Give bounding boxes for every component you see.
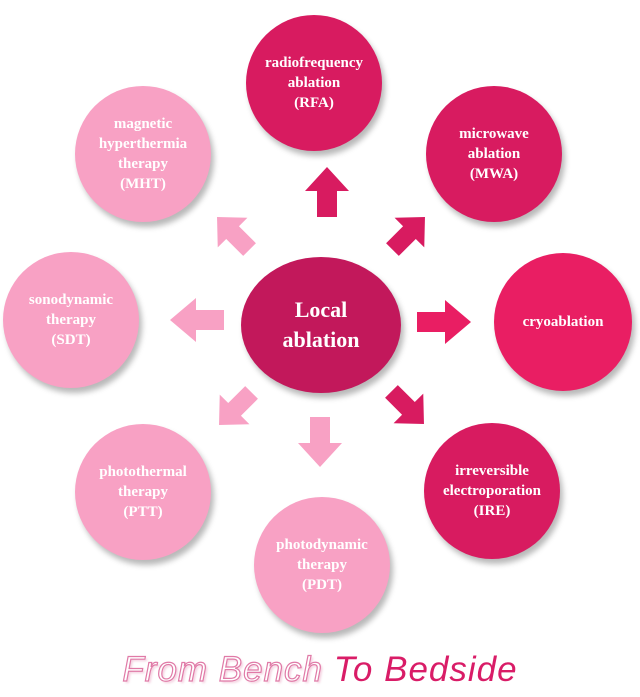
arrow-up-right-shape [386, 217, 425, 256]
arrow-right-shape [417, 300, 471, 344]
arrow-down-shape [298, 417, 342, 467]
arrow-up-shape [305, 167, 349, 217]
arrow-down-left-shape [219, 386, 258, 425]
node-rfa-label: radiofrequency ablation (RFA) [264, 55, 364, 111]
node-mwa: microwave ablation (MWA) [426, 86, 562, 222]
arrow-down-left [219, 386, 258, 425]
footer-tagline: From Bench To Bedside [0, 649, 640, 690]
node-ptt-label: photothermal therapy (PTT) [99, 464, 187, 520]
node-mht-label: magnetic hyperthermia therapy (MHT) [98, 116, 188, 192]
node-sdt: sonodynamic therapy (SDT) [3, 252, 139, 388]
arrow-up [305, 167, 349, 217]
arrow-down [298, 417, 342, 467]
node-mht: magnetic hyperthermia therapy (MHT) [75, 86, 211, 222]
arrow-right [417, 300, 471, 344]
arrow-up-left-shape [217, 217, 256, 256]
arrow-down-right-shape [385, 385, 424, 424]
footer-tagline-part1: From Bench [122, 649, 324, 689]
node-ire-label: irreversible electroporation (IRE) [442, 463, 542, 519]
node-mwa-label: microwave ablation (MWA) [459, 126, 529, 182]
node-cryoablation: cryoablation [494, 253, 632, 391]
footer-tagline-part2: To Bedside [323, 650, 518, 689]
node-cryoablation-label: cryoablation [522, 314, 604, 330]
arrow-left-shape [170, 298, 224, 342]
arrow-up-right [386, 217, 425, 256]
node-pdt-label: photodynamic therapy (PDT) [276, 537, 368, 593]
node-ptt: photothermal therapy (PTT) [75, 424, 211, 560]
node-pdt: photodynamic therapy (PDT) [254, 497, 390, 633]
center-node-label: Local ablation [282, 297, 360, 352]
center-node-local-ablation: Local ablation [241, 257, 401, 393]
arrow-down-right [385, 385, 424, 424]
node-sdt-label: sonodynamic therapy (SDT) [28, 292, 114, 348]
arrow-up-left [217, 217, 256, 256]
node-ire: irreversible electroporation (IRE) [424, 423, 560, 559]
arrow-left [170, 298, 224, 342]
node-rfa: radiofrequency ablation (RFA) [246, 15, 382, 151]
